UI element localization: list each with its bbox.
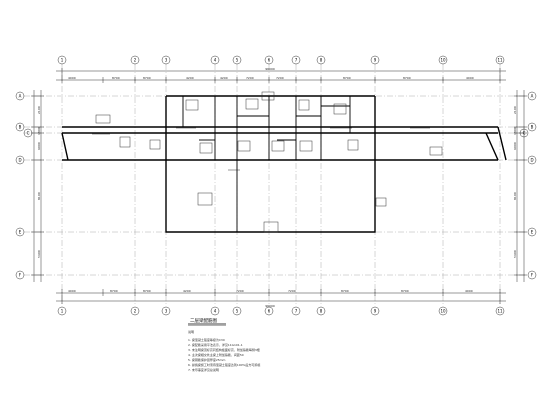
notes-heading: 说明: [188, 329, 194, 334]
col-bubble-bottom-7: 7: [295, 309, 298, 314]
right-dim-2: 6000: [513, 142, 517, 150]
row-bubble-right-1: A: [531, 94, 534, 99]
top-dim-5: 4200: [220, 76, 228, 80]
bottom-dim-5: 7200: [236, 289, 244, 293]
left-dimension-chain: 2100 6000 1800 8100 5400: [31, 90, 44, 282]
col-bubble-4: 4: [214, 58, 217, 63]
col-bubble-2: 2: [134, 58, 137, 63]
top-dim-9: 8700: [403, 76, 411, 80]
note-2: 2. 梁配筋采用平法表示，详见11G101-1: [188, 342, 243, 347]
note-6: 6. 悬挑梁施工时须待混凝土强度达到100%后方可拆模: [188, 362, 260, 367]
column-axis-lines: [61, 64, 501, 306]
top-dim-1: 4000: [68, 76, 76, 80]
row-bubble-left-3: C: [27, 131, 30, 136]
col-bubble-bottom-9: 9: [374, 309, 377, 314]
top-dim-10: 4000: [466, 76, 474, 80]
note-1: 1. 梁混凝土强度等级为C30: [188, 337, 225, 342]
bottom-dim-9: 4000: [465, 289, 473, 293]
top-dim-2: 8700: [112, 76, 120, 80]
row-bubble-right-4: D: [530, 158, 533, 163]
note-7: 7. 未尽事宜详见总说明: [188, 367, 219, 372]
top-total-dimension: 96000: [265, 67, 275, 71]
bottom-dim-6: 7200: [288, 289, 296, 293]
row-bubbles: A B C D E F A B C D E F: [15, 91, 537, 280]
col-bubble-bottom-4: 4: [214, 309, 217, 314]
col-bubble-bottom-10: 10: [440, 309, 446, 314]
bottom-dim-1: 4000: [68, 289, 76, 293]
col-bubble-bottom-2: 2: [134, 309, 137, 314]
col-bubble-6: 6: [268, 58, 271, 63]
col-bubble-bottom-5: 5: [236, 309, 239, 314]
col-bubble-8: 8: [320, 58, 323, 63]
left-dim-4: 8100: [37, 192, 41, 200]
top-dim-8: 8700: [343, 76, 351, 80]
row-bubble-right-5: E: [531, 230, 534, 235]
left-dim-2: 6000: [37, 142, 41, 150]
row-bubble-right-3: C: [523, 131, 526, 136]
col-bubble-3: 3: [165, 58, 168, 63]
col-bubble-bottom-1: 1: [61, 309, 64, 314]
row-bubble-left-6: F: [19, 273, 22, 278]
top-dim-6: 7200: [246, 76, 254, 80]
right-dim-1: 2100: [513, 106, 517, 114]
top-dim-3: 8700: [143, 76, 151, 80]
left-dim-5: 5400: [37, 250, 41, 258]
col-bubble-bottom-6: 6: [268, 309, 271, 314]
left-dim-1: 2100: [37, 106, 41, 114]
col-bubble-bottom-3: 3: [165, 309, 168, 314]
bottom-dim-4: 4200: [183, 289, 191, 293]
top-dim-7: 7200: [276, 76, 284, 80]
beam-annotations: [92, 91, 443, 233]
row-bubble-left-4: D: [18, 158, 21, 163]
row-bubble-left-2: B: [19, 125, 22, 130]
bottom-dim-2: 8700: [110, 289, 118, 293]
top-dimension-chain: 96000 4000 8700 8700 4200 4200 7200 7200…: [56, 67, 506, 83]
note-4: 4. 主次梁相交处主梁上附加箍筋，间距50: [188, 352, 244, 357]
note-5: 5. 梁钢筋保护层厚度25mm: [188, 357, 226, 362]
bottom-dim-7: 8700: [341, 289, 349, 293]
bottom-dimension-chain: 4000 8700 8700 4200 7200 7200 8700 8700 …: [56, 289, 506, 308]
col-bubble-9: 9: [374, 58, 377, 63]
col-bubble-bottom-8: 8: [320, 309, 323, 314]
col-bubble-11: 11: [497, 58, 503, 63]
column-bubbles-top: 1 2 3 4 5 6 7 8 9 10 11: [57, 55, 505, 65]
col-bubble-5: 5: [236, 58, 239, 63]
col-bubble-10: 10: [440, 58, 446, 63]
col-bubble-bottom-11: 11: [497, 309, 503, 314]
row-bubble-left-5: E: [19, 230, 22, 235]
col-bubble-7: 7: [295, 58, 298, 63]
right-dimension-chain: 2100 6000 1800 8100 5400: [513, 90, 527, 282]
bottom-total-dimension: 96000: [265, 304, 275, 308]
top-dim-4: 4200: [186, 76, 194, 80]
bottom-dim-8: 8700: [401, 289, 409, 293]
row-bubble-left-1: A: [19, 94, 22, 99]
beam-layout: [61, 95, 507, 233]
row-bubble-right-2: B: [531, 125, 534, 130]
drawing-title: 二层梁配筋图: [190, 317, 217, 324]
left-dim-3: 1800: [37, 127, 41, 135]
right-dim-5: 5400: [513, 250, 517, 258]
row-bubble-right-6: F: [531, 273, 534, 278]
right-dim-4: 8100: [513, 192, 517, 200]
column-bubbles-bottom: 1 2 3 4 5 6 7 8 9 10 11: [57, 306, 505, 316]
right-dim-3: 1800: [513, 127, 517, 135]
col-bubble-1: 1: [61, 58, 64, 63]
title-block: 二层梁配筋图 说明 1. 梁混凝土强度等级为C30 2. 梁配筋采用平法表示，详…: [188, 317, 260, 372]
note-3: 3. 未注明梁顶标高同结构板面标高，附加箍筋每侧3根: [188, 347, 260, 352]
bottom-dim-3: 8700: [143, 289, 151, 293]
